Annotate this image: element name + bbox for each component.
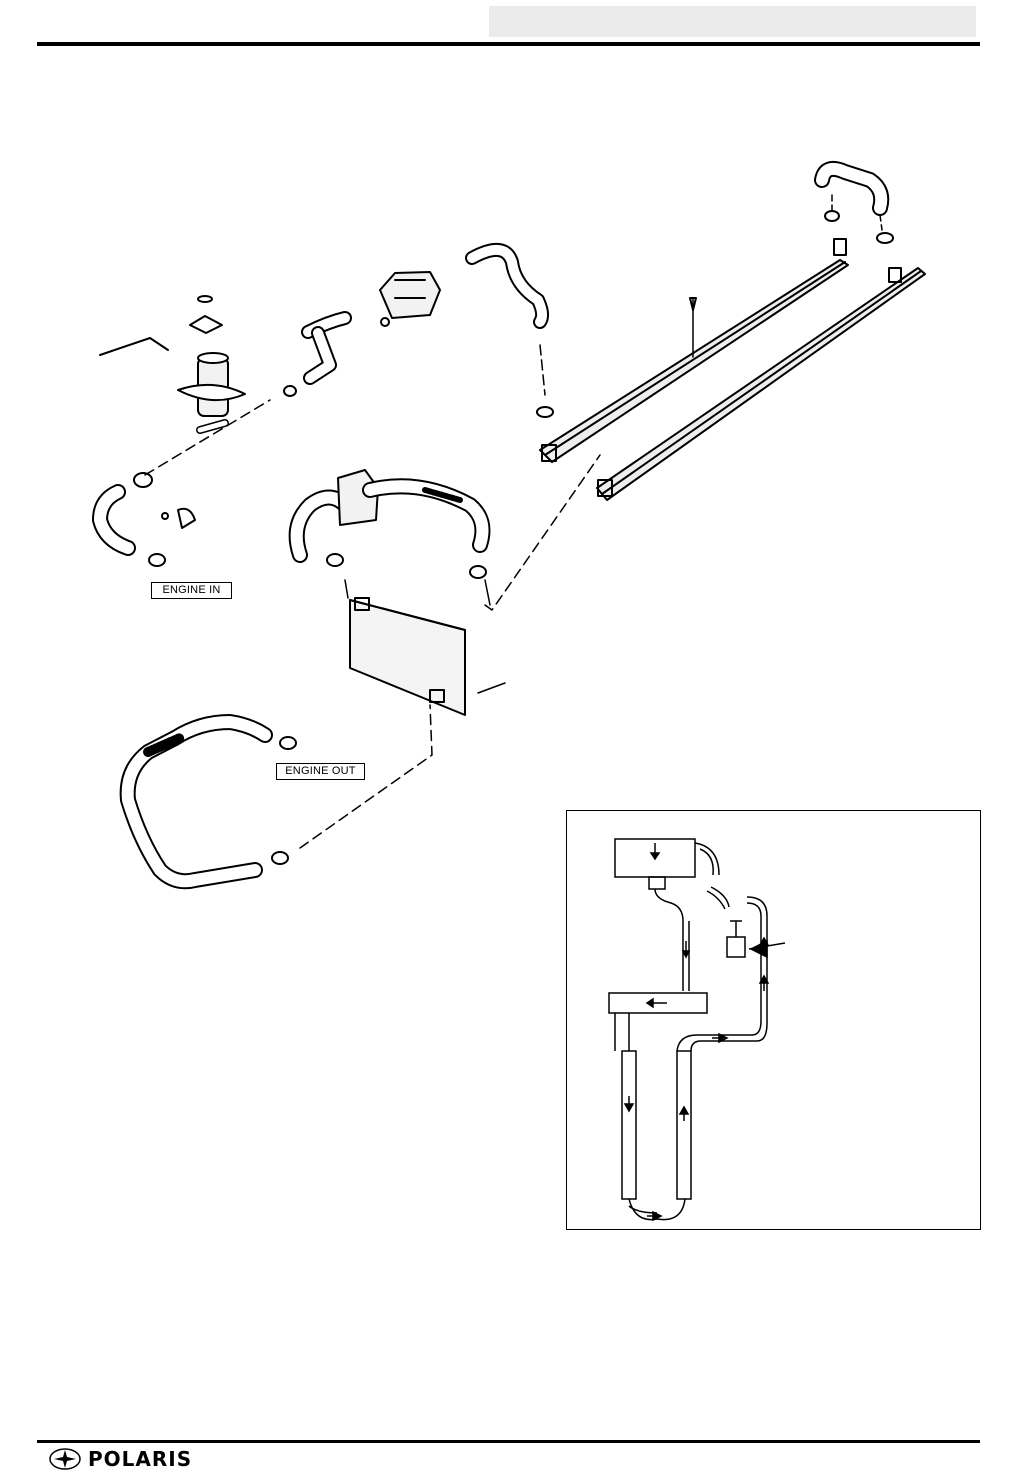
footer-logo: POLARIS [48,1447,192,1471]
engine-out-label: ENGINE OUT [276,763,365,780]
footer-rule [37,1440,980,1443]
flow-diagram [567,811,980,1229]
polaris-star-icon [48,1447,82,1471]
brand-name: POLARIS [88,1447,192,1471]
coolant-flow-schematic [566,810,981,1230]
engine-in-label: ENGINE IN [151,582,232,599]
